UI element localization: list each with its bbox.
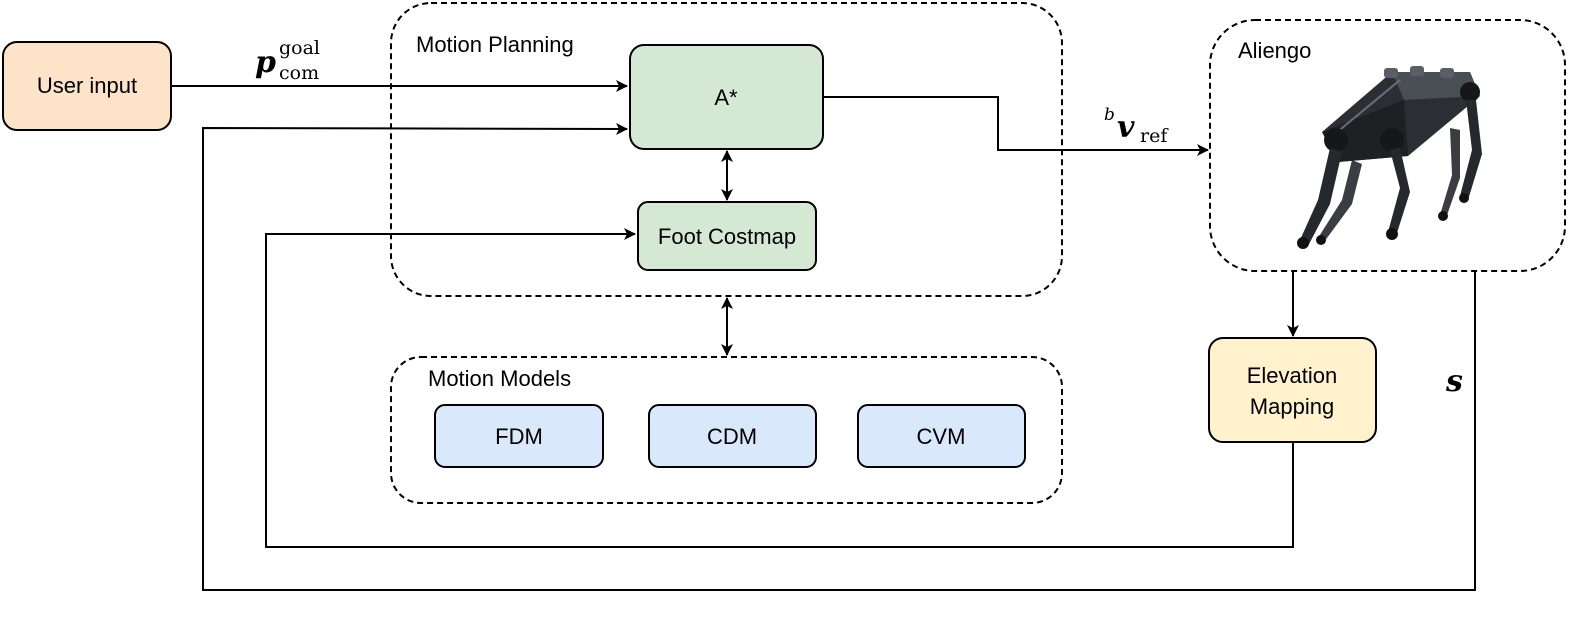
- foot-costmap-box: [637, 201, 817, 271]
- elevation-feedback-arrow: [265, 228, 1294, 548]
- user-input-node: User input: [2, 41, 172, 131]
- reference-velocity-sub: ref: [1140, 125, 1169, 147]
- cdm-node: CDM: [648, 404, 817, 468]
- velocity-arrow: [823, 96, 1209, 156]
- elevation-mapping-label-line1: Elevation: [1247, 363, 1338, 388]
- cdm-label: CDM: [707, 424, 757, 449]
- user-input-box: [2, 41, 172, 131]
- user-input-label: User input: [37, 73, 137, 98]
- a-star-label: A*: [714, 85, 738, 110]
- reference-velocity-base: v: [1117, 110, 1135, 145]
- state-label: s: [1445, 364, 1463, 399]
- cvm-box: [857, 404, 1026, 468]
- motion-models-group: [390, 356, 1063, 504]
- elevation-mapping-node: Elevation Mapping: [1208, 337, 1377, 443]
- fdm-box: [434, 404, 604, 468]
- state-feedback-arrow: [202, 122, 1476, 591]
- a-star-node: A*: [629, 44, 824, 150]
- elevation-mapping-label-line2: Mapping: [1250, 394, 1334, 419]
- fdm-node: FDM: [434, 404, 604, 468]
- cdm-box: [648, 404, 817, 468]
- motion-planning-label: Motion Planning: [416, 32, 574, 57]
- reference-velocity-presup: b: [1104, 105, 1115, 125]
- aliengo-label: Aliengo: [1238, 38, 1311, 63]
- goal-position-sub: com: [279, 62, 319, 84]
- elevation-mapping-box: [1208, 337, 1377, 443]
- foot-costmap-label: Foot Costmap: [658, 224, 796, 249]
- quadruped-robot-icon: [1297, 66, 1482, 249]
- cvm-node: CVM: [857, 404, 1026, 468]
- goal-position-base: p: [255, 45, 276, 80]
- goal-position-label: p goal com: [255, 37, 320, 84]
- reference-velocity-label: b v ref: [1104, 105, 1169, 147]
- cvm-label: CVM: [917, 424, 966, 449]
- fdm-label: FDM: [495, 424, 543, 449]
- motion-models-label: Motion Models: [428, 366, 571, 391]
- aliengo-group: [1209, 19, 1566, 272]
- goal-position-sup: goal: [279, 37, 320, 59]
- a-star-box: [629, 44, 824, 150]
- foot-costmap-node: Foot Costmap: [637, 201, 817, 271]
